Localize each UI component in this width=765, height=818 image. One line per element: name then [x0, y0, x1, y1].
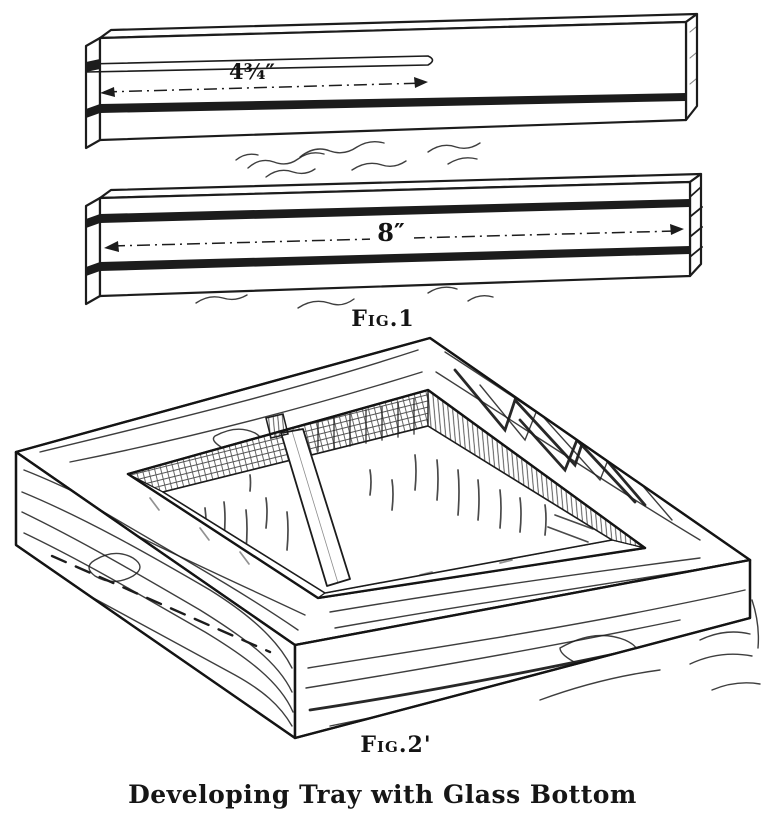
- page-caption: Developing Tray with Glass Bottom: [128, 780, 637, 809]
- figure-1: 4¾″ 8″: [84, 12, 703, 332]
- dimension-label-top-strip: 4¾″: [229, 59, 275, 84]
- ledge-tick-marks: [149, 497, 513, 576]
- hidden-glass-dashed-line: [50, 554, 272, 654]
- dimension-arrow-left: [104, 241, 119, 252]
- figure-2-label: Fig.2': [360, 732, 431, 758]
- end-grain-hatch: [690, 186, 703, 257]
- figure-1-top-strip: 4¾″: [84, 12, 699, 150]
- woodgrain-squiggles: [195, 140, 494, 309]
- dimension-label-bottom-strip: 8″: [377, 218, 405, 247]
- bottom-strip-groove-upper: [100, 199, 690, 223]
- bottom-strip-left-end: [84, 196, 102, 306]
- figure-1-label: Fig.1: [351, 306, 414, 332]
- figure-2: Fig.2': [14, 336, 761, 758]
- dimension-arrow-right: [414, 77, 428, 88]
- label-backplate: [370, 220, 414, 246]
- top-strip-left-end: [84, 36, 102, 150]
- dimension-line-top-strip: [103, 82, 425, 93]
- divider-end-tab: [265, 413, 289, 439]
- top-strip-right-end: [684, 12, 699, 122]
- glass-bottom: [162, 425, 613, 594]
- background-grain-strokes: [539, 599, 761, 701]
- back-wall-hatch-strokes: [317, 398, 415, 452]
- tray-outlines: [14, 336, 752, 740]
- figure-1-bottom-strip: 8″: [84, 172, 703, 306]
- top-strip-slot: [85, 55, 434, 73]
- bottom-strip-groove-lower: [100, 246, 690, 271]
- top-strip-groove: [100, 93, 686, 113]
- dimension-arrow-left: [100, 87, 115, 97]
- top-strip-front-face: [98, 20, 688, 142]
- dimension-arrow-right: [670, 224, 684, 235]
